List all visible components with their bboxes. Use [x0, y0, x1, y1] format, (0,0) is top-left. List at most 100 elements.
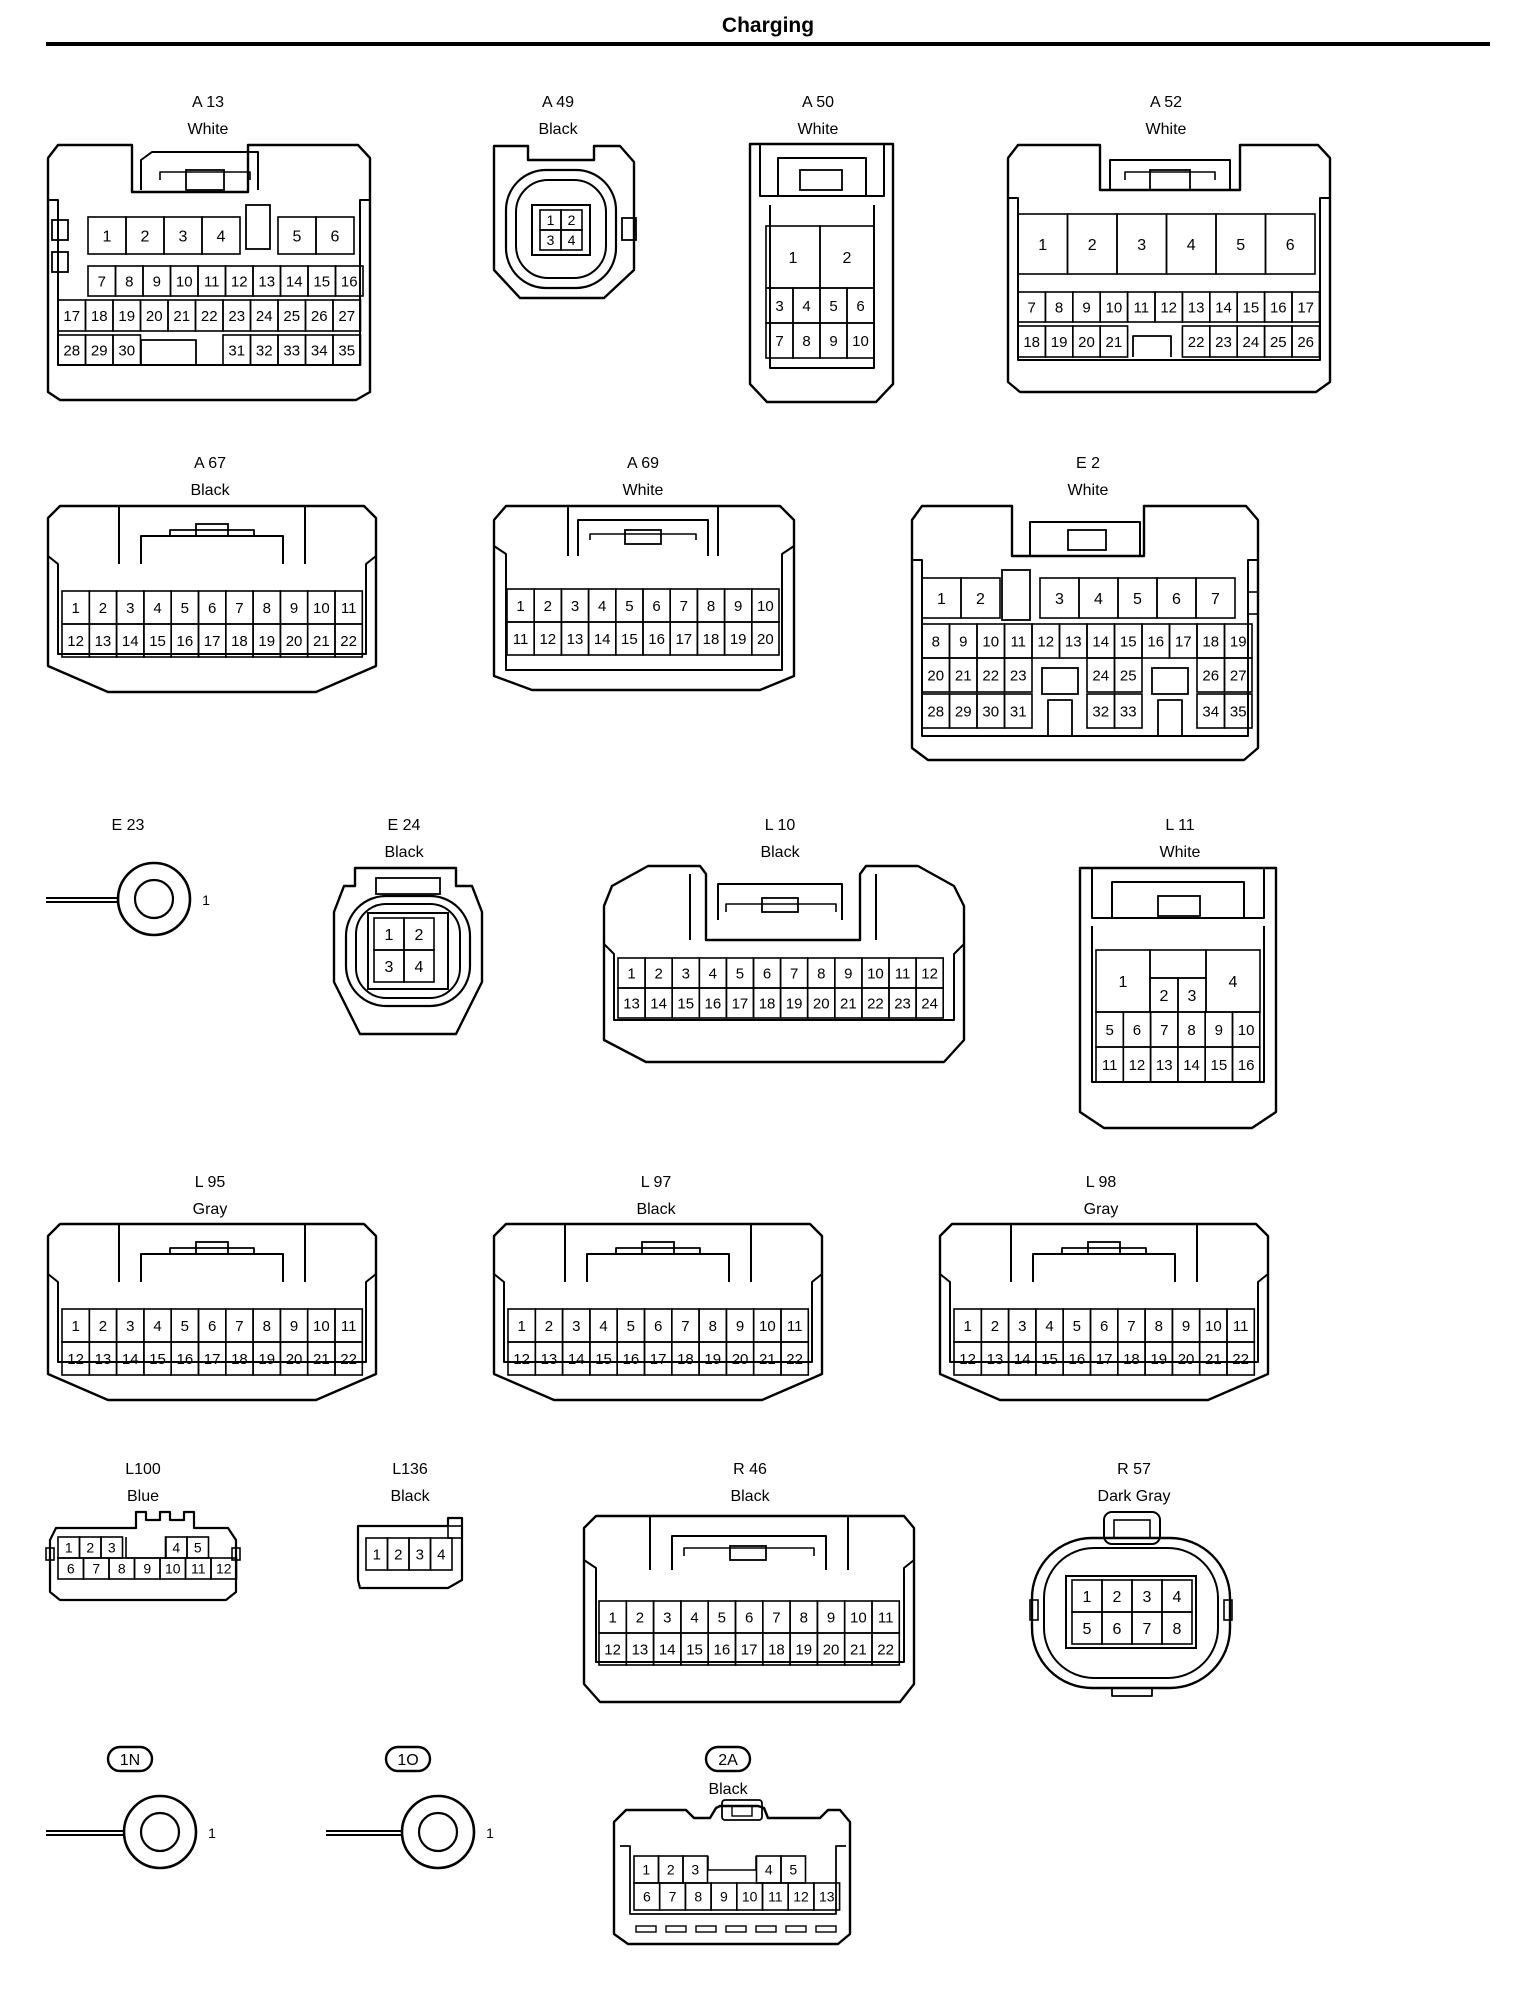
connector-id: A 67: [194, 455, 226, 472]
housing-ring: [344, 894, 472, 1008]
key-slot: [245, 204, 271, 250]
pin-number: 12: [604, 1641, 621, 1658]
pin-number: 12: [1037, 633, 1054, 650]
pin-number: 9: [736, 1318, 744, 1335]
pin-number: 25: [1120, 667, 1137, 684]
latch-tab: [375, 877, 441, 895]
housing-inner: [759, 144, 885, 197]
key-notch: [707, 1856, 757, 1871]
pin-number: 16: [177, 633, 194, 650]
pin-number: 22: [201, 308, 218, 325]
pin-number: 5: [1236, 237, 1245, 254]
connector-color: White: [623, 482, 664, 499]
pin-number: 8: [802, 333, 810, 350]
pin-number: 9: [1215, 1022, 1223, 1039]
housing-inner: [603, 943, 965, 1021]
pin-number: 9: [720, 1889, 728, 1905]
pin-number: 13: [541, 1351, 558, 1368]
pin-number: 1: [202, 892, 210, 908]
pin-number: 31: [1010, 703, 1027, 720]
pin-number: 14: [122, 633, 139, 650]
connector-badge: 1N: [106, 1745, 154, 1773]
pin-number: 10: [176, 273, 193, 290]
pin-number: 11: [341, 600, 357, 617]
pin-number: 18: [703, 631, 720, 648]
pin-number: 22: [340, 1351, 357, 1368]
key-notch: [140, 339, 197, 365]
pin-number: 4: [568, 232, 576, 248]
pin-number: 15: [149, 1351, 166, 1368]
pin-number: 19: [1230, 633, 1247, 650]
pin-number: 8: [118, 1561, 126, 1577]
insert-frame: [367, 912, 449, 990]
housing-inner: [583, 1559, 915, 1663]
connector-id: 1O: [397, 1752, 418, 1769]
pin-number: 12: [513, 1351, 530, 1368]
ground-terminal: 1: [326, 1794, 494, 1870]
latch-top: [725, 903, 837, 912]
pin-number: 17: [732, 995, 749, 1012]
pin-number: 24: [1243, 334, 1260, 351]
terminal-slot: [695, 1925, 717, 1933]
pin-number: 15: [1120, 633, 1137, 650]
housing-outline: [1006, 143, 1332, 394]
pin-number: 4: [599, 1318, 607, 1335]
housing-outline: [748, 142, 895, 404]
ring-inner: [139, 1811, 181, 1853]
pin-number: 2: [1160, 988, 1169, 1005]
pin-number: 21: [955, 667, 972, 684]
pin-number: 19: [1150, 1351, 1167, 1368]
pin-number: 8: [125, 273, 133, 290]
pin-number: 4: [437, 1546, 445, 1563]
pin-cell: [403, 949, 435, 983]
pin-number: 26: [1202, 667, 1219, 684]
pin-number: 34: [311, 342, 328, 359]
pin-number: 4: [217, 228, 226, 245]
connector-color: White: [188, 121, 229, 138]
pin-number: 4: [153, 600, 161, 617]
pin-number: 6: [856, 298, 864, 315]
pin-number: 14: [1092, 633, 1109, 650]
pin-number: 11: [191, 1561, 206, 1577]
housing-inner: [493, 545, 795, 671]
pin-number: 8: [1173, 1621, 1182, 1638]
pin-number: 10: [1106, 299, 1123, 316]
connector-badge: 1O: [384, 1745, 432, 1773]
connector-color: Gray: [193, 1201, 228, 1218]
pin-number: 17: [741, 1641, 758, 1658]
pin-cell: [813, 1882, 841, 1911]
pin-number: 4: [690, 1609, 698, 1626]
pin-number: 3: [126, 600, 134, 617]
housing-ring: [1043, 1547, 1219, 1679]
pin-number: 5: [625, 598, 633, 615]
pin-number: 7: [1028, 299, 1036, 316]
pin-number: 18: [759, 995, 776, 1012]
key-slot: [1149, 949, 1207, 979]
insert-frame: [531, 204, 591, 256]
housing-outline: [332, 866, 484, 1036]
pin-number: 19: [258, 1351, 275, 1368]
pin-number: 4: [1173, 1589, 1182, 1606]
pin-number: 22: [1232, 1351, 1249, 1368]
connector-id: A 49: [542, 94, 574, 111]
pin-cell: [1195, 577, 1236, 619]
pin-number: 18: [768, 1641, 785, 1658]
pin-number: 3: [1018, 1318, 1026, 1335]
pin-number: 1: [516, 598, 524, 615]
pin-number: 8: [263, 600, 271, 617]
pin-number: 13: [1065, 633, 1082, 650]
pin-number: 1: [627, 965, 635, 982]
connector-color: Blue: [127, 1488, 159, 1505]
key-slot: [1151, 667, 1189, 695]
page-title: Charging: [721, 14, 815, 37]
pin-number: 7: [772, 1609, 780, 1626]
pin-number: 3: [1055, 591, 1064, 608]
pin-number: 16: [623, 1351, 640, 1368]
key-notch: [1111, 1688, 1153, 1697]
